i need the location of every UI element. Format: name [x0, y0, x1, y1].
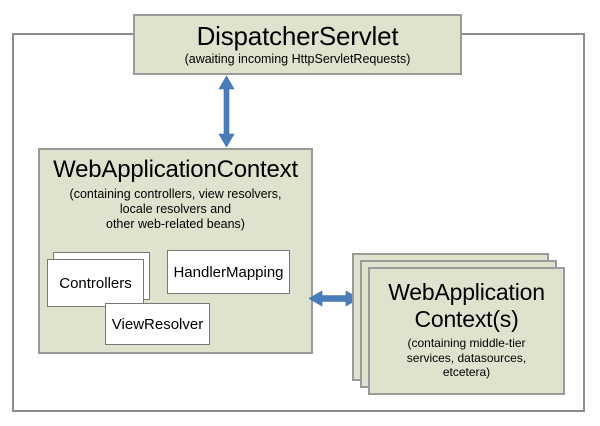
web-application-context-title: WebApplicationContext — [53, 156, 298, 183]
handler-mapping-label: HandlerMapping — [173, 263, 284, 281]
node-web-application-contexts[interactable]: WebApplication Context(s) (containing mi… — [368, 267, 565, 395]
connector-webapplicationcontext-to-contexts — [309, 288, 359, 309]
web-application-contexts-subtitle: (containing middle-tier services, dataso… — [406, 336, 527, 379]
double-arrow-horizontal-icon — [309, 290, 359, 307]
connector-dispatcher-to-webapplicationcontext — [218, 76, 235, 147]
node-dispatcher-servlet[interactable]: DispatcherServlet (awaiting incoming Htt… — [133, 14, 462, 75]
web-application-contexts-title: WebApplication Context(s) — [388, 279, 545, 332]
dispatcher-servlet-title: DispatcherServlet — [196, 21, 399, 51]
view-resolver-label: ViewResolver — [111, 315, 204, 333]
controllers-label: Controllers — [59, 274, 132, 292]
double-arrow-vertical-icon — [218, 76, 235, 147]
node-controllers[interactable]: Controllers — [47, 259, 144, 307]
node-handler-mapping[interactable]: HandlerMapping — [167, 250, 290, 294]
web-application-context-subtitle: (containing controllers, view resolvers,… — [69, 187, 282, 231]
dispatcher-servlet-subtitle: (awaiting incoming HttpServletRequests) — [184, 52, 411, 66]
node-view-resolver[interactable]: ViewResolver — [105, 303, 210, 345]
